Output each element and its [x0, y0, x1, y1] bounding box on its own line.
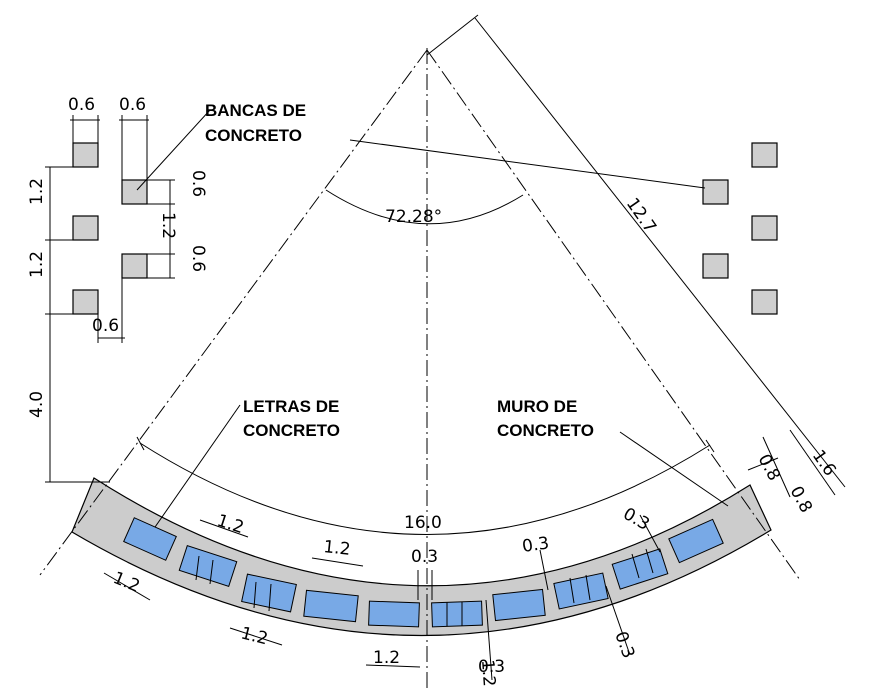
arc-tick-left — [136, 436, 145, 451]
letters-leader — [145, 404, 241, 541]
wall-dim-ext — [747, 457, 779, 471]
benches-leader-left — [136, 109, 211, 191]
bench-gap-2: 1.2 — [27, 251, 47, 278]
letter-split — [631, 553, 640, 579]
wall-part-2: 0.8 — [786, 483, 816, 516]
bench — [751, 289, 778, 315]
left-radial-axis — [39, 49, 428, 576]
dim-line — [485, 599, 493, 681]
letter-block — [123, 517, 177, 561]
letter-block — [431, 600, 483, 628]
letter-split — [569, 577, 575, 604]
bench — [751, 215, 778, 241]
letter-gap-3: 0.3 — [610, 629, 638, 661]
wall-leader — [619, 431, 729, 507]
wall-part-1: 0.8 — [754, 451, 784, 484]
letter-split — [195, 555, 200, 581]
radius-extension-line — [426, 14, 479, 56]
dim-line — [539, 549, 549, 591]
bench-width-c: 0.6 — [92, 316, 119, 336]
letter-split — [209, 559, 214, 585]
angle-arc — [325, 189, 524, 225]
bench — [72, 215, 99, 241]
letter-split — [585, 574, 591, 601]
wall-callout-line2: CONCRETO — [497, 421, 594, 440]
letter-block — [492, 588, 546, 622]
letter-gap-4: 0.3 — [478, 657, 505, 677]
bench — [751, 142, 778, 168]
bench-width-a: 0.6 — [68, 95, 95, 115]
letter-block — [178, 544, 238, 588]
letter-split — [645, 548, 654, 574]
bench-separation: 1.2 — [158, 212, 178, 239]
letter-width-4: 1.2 — [322, 537, 351, 560]
arc-length-dimension — [139, 442, 711, 535]
dim-line — [605, 585, 631, 656]
letter-split — [253, 581, 257, 609]
dim-line — [311, 557, 364, 567]
dim-line — [229, 627, 283, 646]
angle-label: 72.28° — [385, 207, 442, 227]
bench-height-1: 0.6 — [188, 170, 208, 197]
letter-block — [303, 589, 359, 623]
letter-gap-1: 0.3 — [521, 533, 551, 557]
radius-label: 12.7 — [622, 194, 660, 236]
wall-dim-line-b — [789, 429, 836, 496]
letter-width-3: 1.2 — [239, 623, 270, 649]
dim-line — [365, 664, 421, 668]
bench — [702, 253, 729, 279]
letters-callout-line1: LETRAS DE — [243, 397, 339, 416]
letter-split — [268, 583, 272, 612]
dim-line — [103, 572, 151, 601]
concrete-letters — [123, 517, 724, 628]
bench — [702, 179, 729, 205]
letter-block — [368, 600, 420, 628]
right-radial-axis — [426, 49, 801, 581]
letters-callout-line2: CONCRETO — [243, 421, 340, 440]
dim-line — [639, 514, 661, 553]
letter-width-6: 1.2 — [477, 659, 499, 687]
letter-block — [553, 572, 609, 610]
letter-width-5: 1.2 — [373, 648, 400, 668]
offset-dimension: 4.0 — [27, 391, 47, 418]
bench-gap-1: 1.2 — [27, 178, 47, 205]
radius-dimension-line — [474, 17, 846, 488]
dim-line — [199, 519, 249, 538]
benches-callout-line2: CONCRETO — [205, 126, 302, 145]
bench-height-2: 0.6 — [188, 245, 208, 272]
letter-gap-top: 0.3 — [411, 547, 438, 567]
bench — [72, 289, 99, 315]
wall-callout-line1: MURO DE — [497, 397, 577, 416]
letter-block — [668, 518, 724, 564]
benches-leader-right — [349, 139, 706, 189]
wall-dim-line-a — [762, 436, 791, 498]
arc-length-label: 16.0 — [404, 513, 442, 533]
benches-callout-line1: BANCAS DE — [205, 101, 306, 120]
letter-block — [241, 573, 297, 613]
bench — [72, 142, 99, 168]
bench-width-b: 0.6 — [119, 95, 146, 115]
letter-block — [611, 548, 669, 590]
bench — [121, 253, 148, 279]
arc-tick-right — [705, 439, 715, 453]
letter-width-2: 1.2 — [214, 511, 246, 538]
